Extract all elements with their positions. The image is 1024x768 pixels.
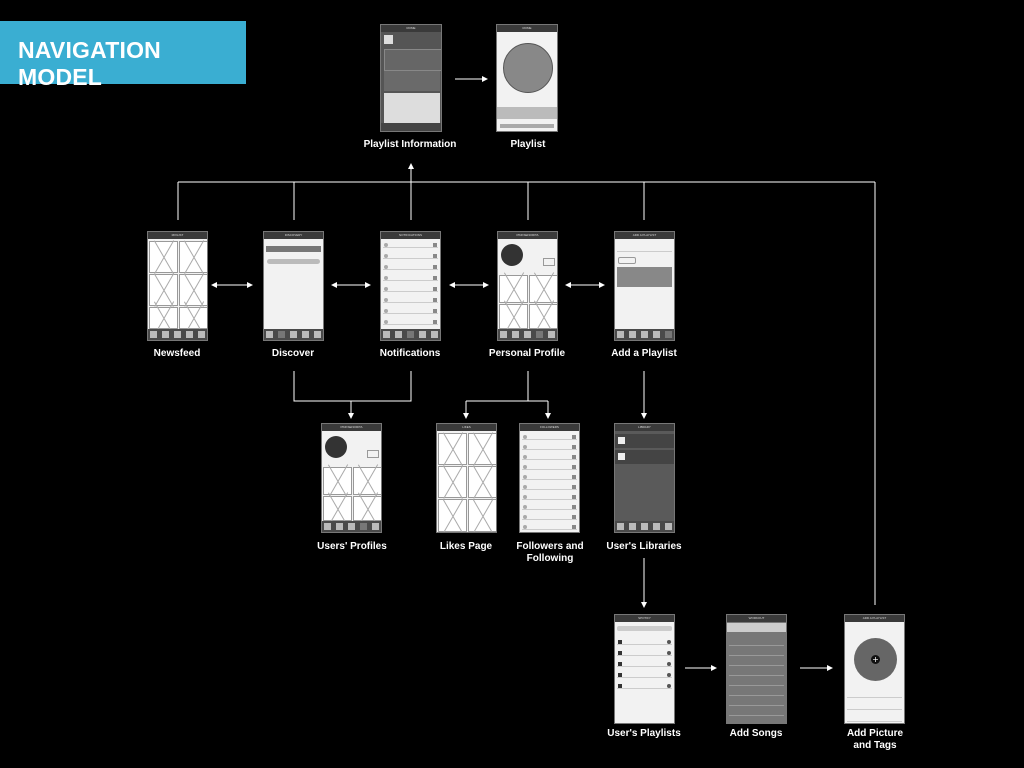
header-label: ADD A PLAYLIST — [632, 233, 657, 237]
tab-bar[interactable] — [264, 329, 323, 340]
label-followers-line2: Following — [526, 553, 574, 564]
screen-newsfeed[interactable]: MIXLIST — [147, 231, 208, 341]
label-playlist: Playlist — [510, 139, 546, 150]
tab-bar[interactable] — [148, 329, 207, 340]
header-label: MIXLIST — [171, 233, 184, 237]
label-add-picture-line1: Add Picture — [846, 728, 904, 739]
tab-bar[interactable] — [498, 329, 557, 340]
plus-icon[interactable]: + — [871, 655, 880, 664]
screen-add-a-playlist[interactable]: ADD A PLAYLIST — [614, 231, 675, 341]
bracket-discover-notif — [293, 371, 412, 402]
label-notifications: Notifications — [379, 348, 441, 359]
tab-bar[interactable] — [322, 521, 381, 532]
header-label: SPOTIFY — [638, 616, 651, 620]
screen-followers-following[interactable]: FOLLOWERS — [519, 423, 580, 533]
header-label: ROME — [406, 26, 416, 30]
label-newsfeed: Newsfeed — [153, 348, 201, 359]
label-personal-profile: Personal Profile — [488, 348, 566, 359]
label-add-songs: Add Songs — [729, 728, 783, 739]
header-label: NOTIFICATIONS — [399, 233, 422, 237]
header-label: LIKES — [462, 425, 471, 429]
label-add-a-playlist: Add a Playlist — [611, 348, 677, 359]
screen-playlist[interactable]: ROME — [496, 24, 558, 132]
header-label: WORKOUT — [748, 616, 765, 620]
header-label: PINKSENORITA — [340, 425, 363, 429]
screen-playlist-information[interactable]: ROME — [380, 24, 442, 132]
label-followers-line1: Followers and — [516, 541, 584, 552]
label-discover: Discover — [271, 348, 315, 359]
screen-likes-page[interactable]: LIKES — [436, 423, 497, 533]
label-add-picture-line2: and Tags — [853, 740, 897, 751]
title-banner: NAVIGATION MODEL — [0, 21, 246, 90]
page-title: NAVIGATION MODEL — [18, 37, 161, 90]
tab-bar[interactable] — [615, 329, 674, 340]
screen-add-songs[interactable]: WORKOUT — [726, 614, 787, 724]
header-label: ROME — [522, 26, 532, 30]
label-playlist-information: Playlist Information — [363, 139, 457, 150]
tab-bar[interactable] — [381, 329, 440, 340]
label-users-libraries: User's Libraries — [606, 541, 682, 552]
screen-discover[interactable]: DISCOVERY — [263, 231, 324, 341]
screen-personal-profile[interactable]: PINKSENORITA — [497, 231, 558, 341]
screen-users-profiles[interactable]: PINKSENORITA — [321, 423, 382, 533]
header-label: FOLLOWERS — [540, 425, 559, 429]
label-likes-page: Likes Page — [439, 541, 493, 552]
label-users-playlists: User's Playlists — [607, 728, 681, 739]
header-label: DISCOVERY — [284, 233, 303, 237]
label-users-profiles: Users' Profiles — [317, 541, 387, 552]
screen-users-libraries[interactable]: LIBRARY — [614, 423, 675, 533]
header-label: ADD A PLAYLIST — [862, 616, 887, 620]
header-label: PINKSENORITA — [516, 233, 539, 237]
tab-bar[interactable] — [615, 521, 674, 532]
screen-add-picture-tags[interactable]: ADD A PLAYLIST + — [844, 614, 905, 724]
screen-notifications[interactable]: NOTIFICATIONS — [380, 231, 441, 341]
screen-users-playlists[interactable]: SPOTIFY — [614, 614, 675, 724]
header-label: LIBRARY — [638, 425, 651, 429]
